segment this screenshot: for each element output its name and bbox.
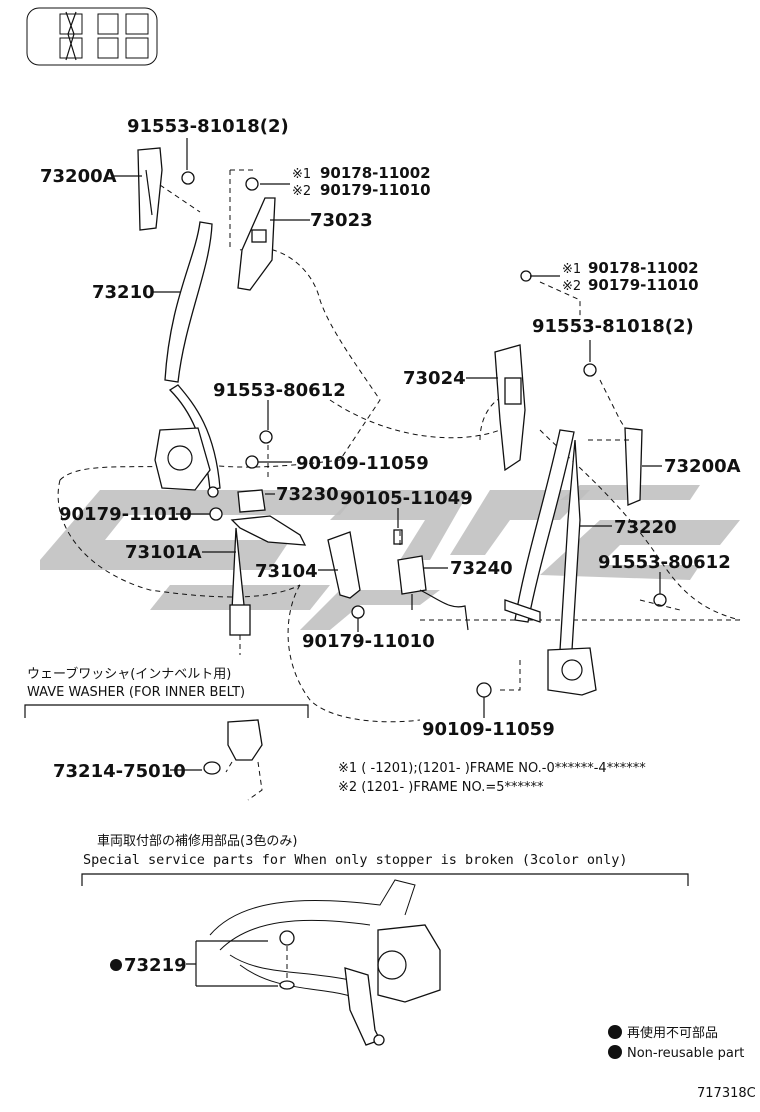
- label-90178-11002-left: 90178-11002: [320, 164, 431, 182]
- label-73023: 73023: [310, 210, 373, 231]
- label-91553-81018-top: 91553-81018(2): [127, 116, 289, 137]
- label-90179-11010-right: 90179-11010: [588, 276, 699, 294]
- diagram-code: 717318C: [697, 1086, 756, 1101]
- label-73200A-right: 73200A: [664, 456, 741, 477]
- bolt-90109-left: [245, 455, 259, 469]
- wave-washer-part: [203, 761, 221, 775]
- label-90105-11049: 90105-11049: [340, 488, 473, 509]
- shoulder-adjuster-right: [624, 427, 643, 506]
- wave-washer-buckle: [227, 719, 263, 761]
- label-91553-81018-right: 91553-81018(2): [532, 316, 694, 337]
- pillar-trim-73024: [494, 344, 526, 472]
- trim-clip: [251, 229, 267, 243]
- stopper-button-bottom: [279, 980, 295, 990]
- trim-slot: [504, 377, 522, 405]
- anchor-bracket-73101A: [230, 515, 307, 546]
- left-seat-outline: [57, 246, 381, 598]
- vehicle-position-icon: [26, 7, 158, 66]
- mark-1-left: ※1: [292, 167, 311, 182]
- label-90179-11010-left: 90179-11010: [320, 181, 431, 199]
- washer-90179-mid: [351, 605, 365, 619]
- right-seat-outline: [287, 393, 741, 723]
- buckle-73240: [397, 555, 427, 595]
- wave-washer-title-en: WAVE WASHER (FOR INNER BELT): [27, 685, 245, 700]
- stopper-retractor: [377, 924, 441, 1003]
- shoulder-adjuster-left: [137, 147, 163, 231]
- label-91553-80612-left: 91553-80612: [213, 380, 346, 401]
- washer-90179-left: [209, 507, 223, 521]
- non-reusable-mark-73219: [110, 959, 122, 971]
- label-90109-11059-bottom: 90109-11059: [422, 719, 555, 740]
- label-73214-75010: 73214-75010: [53, 761, 186, 782]
- label-90178-11002-right: 90178-11002: [588, 259, 699, 277]
- label-73230: 73230: [276, 484, 339, 505]
- legend-jp: 再使用不可部品: [627, 1025, 718, 1041]
- bolt-91553-81018-left: [181, 171, 195, 185]
- label-73210: 73210: [92, 282, 155, 303]
- buckle-73230: [237, 489, 266, 513]
- pillar-trim-73023: [237, 197, 276, 291]
- retractor-right: [547, 647, 597, 696]
- label-90109-11059-left: 90109-11059: [296, 453, 429, 474]
- label-73219-bracket: [186, 940, 278, 987]
- anchor-plate: [229, 604, 251, 636]
- assembly-lines: [159, 169, 681, 691]
- label-90179-11010-mid: 90179-11010: [302, 631, 435, 652]
- nut-90178-left: [245, 177, 259, 191]
- bolt-90109-bottom: [476, 682, 492, 698]
- bolt-91553-81018-right: [583, 363, 597, 377]
- mark-1-right: ※1: [562, 262, 581, 277]
- seat-belt-73220: [514, 429, 575, 623]
- bolt-90105: [393, 529, 403, 545]
- mark-2-left: ※2: [292, 184, 311, 199]
- right-lower-anchor: [504, 599, 541, 623]
- label-73240: 73240: [450, 558, 513, 579]
- bolt-91553-80612-right: [653, 593, 667, 607]
- frame-note-1: ※1 ( -1201);(1201- )FRAME NO.-0******-4*…: [338, 761, 646, 776]
- frame-note-2: ※2 (1201- )FRAME NO.=5******: [338, 780, 544, 795]
- wave-washer-bracket: [24, 704, 309, 718]
- nut-90178-right: [520, 270, 532, 282]
- label-91553-80612-right: 91553-80612: [598, 552, 731, 573]
- service-parts-bracket: [81, 873, 689, 886]
- service-parts-title-en: Special service parts for When only stop…: [83, 852, 628, 868]
- service-parts-title-jp: 車両取付部の補修用部品(3色のみ): [97, 833, 297, 849]
- mark-2-right: ※2: [562, 279, 581, 294]
- stopper-tongue: [344, 967, 381, 1046]
- label-73200A-left: 73200A: [40, 166, 117, 187]
- label-73101A: 73101A: [125, 542, 202, 563]
- label-73220: 73220: [614, 517, 677, 538]
- legend-non-reusable-dot-2: [608, 1045, 622, 1059]
- stopper-button-top: [279, 930, 295, 946]
- bolt-91553-80612-left: [259, 430, 273, 444]
- buckle-wire: [411, 589, 469, 631]
- label-73219: 73219: [124, 955, 187, 976]
- legend-non-reusable-dot-1: [608, 1025, 622, 1039]
- label-73024: 73024: [403, 368, 466, 389]
- stopper-belt-lower: [229, 954, 361, 1001]
- wave-washer-title-jp: ウェーブワッシャ(インナベルト用): [27, 666, 231, 682]
- retractor-left: [154, 427, 211, 491]
- leader-lines: [112, 138, 662, 718]
- legend-en: Non-reusable part: [627, 1046, 744, 1061]
- seat-belt-73210: [164, 221, 213, 383]
- buckle-73104: [327, 531, 361, 599]
- label-73104: 73104: [255, 561, 318, 582]
- label-90179-11010-left-washer: 90179-11010: [59, 504, 192, 525]
